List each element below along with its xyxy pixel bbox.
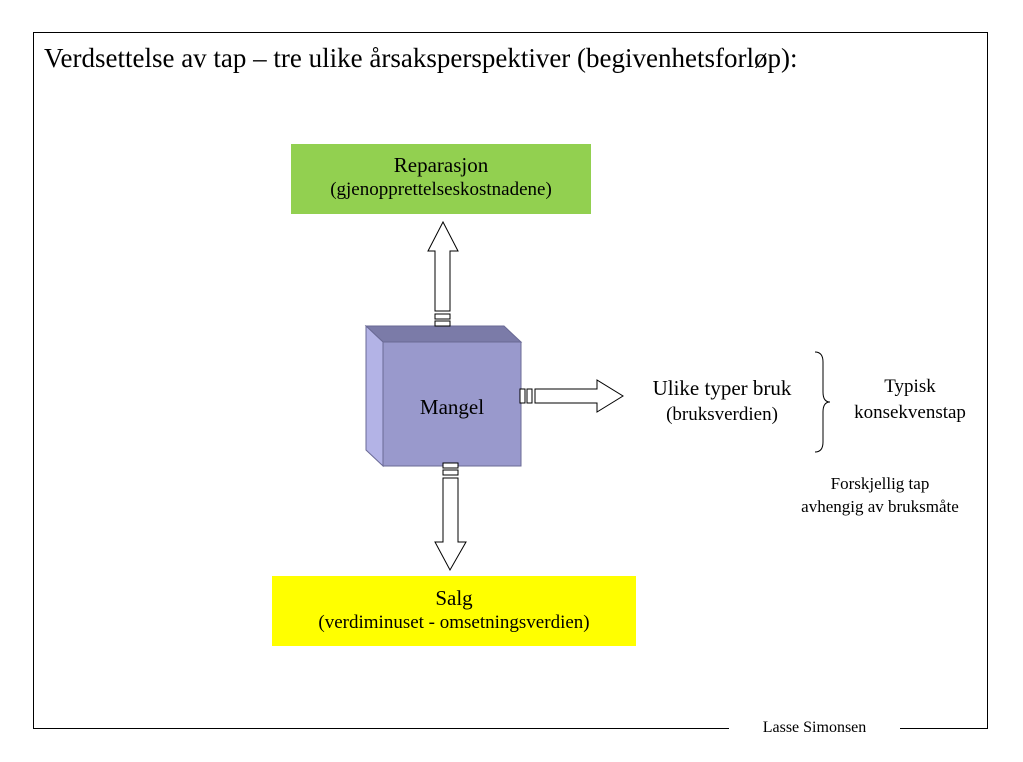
mangel-cube bbox=[364, 324, 523, 468]
usage-sublabel: (bruksverdien) bbox=[666, 404, 778, 425]
note-line2: avhengig av bruksmåte bbox=[801, 497, 959, 516]
consequence-line1: Typisk bbox=[884, 376, 936, 397]
arrow-up bbox=[427, 220, 459, 327]
consequence-text: Typisk konsekvenstap bbox=[830, 374, 990, 426]
cube-top-face bbox=[364, 325, 523, 343]
usage-label: Ulike typer bruk bbox=[652, 376, 792, 400]
slide-title: Verdsettelse av tap – tre ulike årsakspe… bbox=[44, 43, 798, 73]
arrow-down bbox=[434, 462, 467, 572]
footer-line-left bbox=[33, 728, 729, 729]
consequence-line2: konsekvenstap bbox=[854, 402, 966, 423]
repair-label: Reparasjon bbox=[393, 153, 489, 177]
slide-frame bbox=[33, 32, 988, 728]
sale-box: Salg (verdiminuset - omsetningsverdien) bbox=[272, 576, 636, 646]
usage-text: Ulike typer bruk (bruksverdien) bbox=[626, 374, 818, 428]
sale-sublabel: (verdiminuset - omsetningsverdien) bbox=[318, 612, 590, 633]
author-name: Lasse Simonsen bbox=[729, 718, 900, 738]
mangel-label: Mangel bbox=[419, 395, 485, 419]
repair-box: Reparasjon (gjenopprettelseskostnadene) bbox=[291, 144, 591, 214]
sale-label: Salg bbox=[435, 586, 473, 610]
curly-brace bbox=[814, 351, 831, 453]
footer-line-right bbox=[900, 728, 988, 729]
arrow-right bbox=[519, 379, 624, 413]
note-text: Forskjellig tap avhengig av bruksmåte bbox=[770, 472, 990, 518]
repair-sublabel: (gjenopprettelseskostnadene) bbox=[330, 179, 552, 200]
note-line1: Forskjellig tap bbox=[830, 474, 930, 493]
cube-side-face bbox=[365, 324, 384, 468]
